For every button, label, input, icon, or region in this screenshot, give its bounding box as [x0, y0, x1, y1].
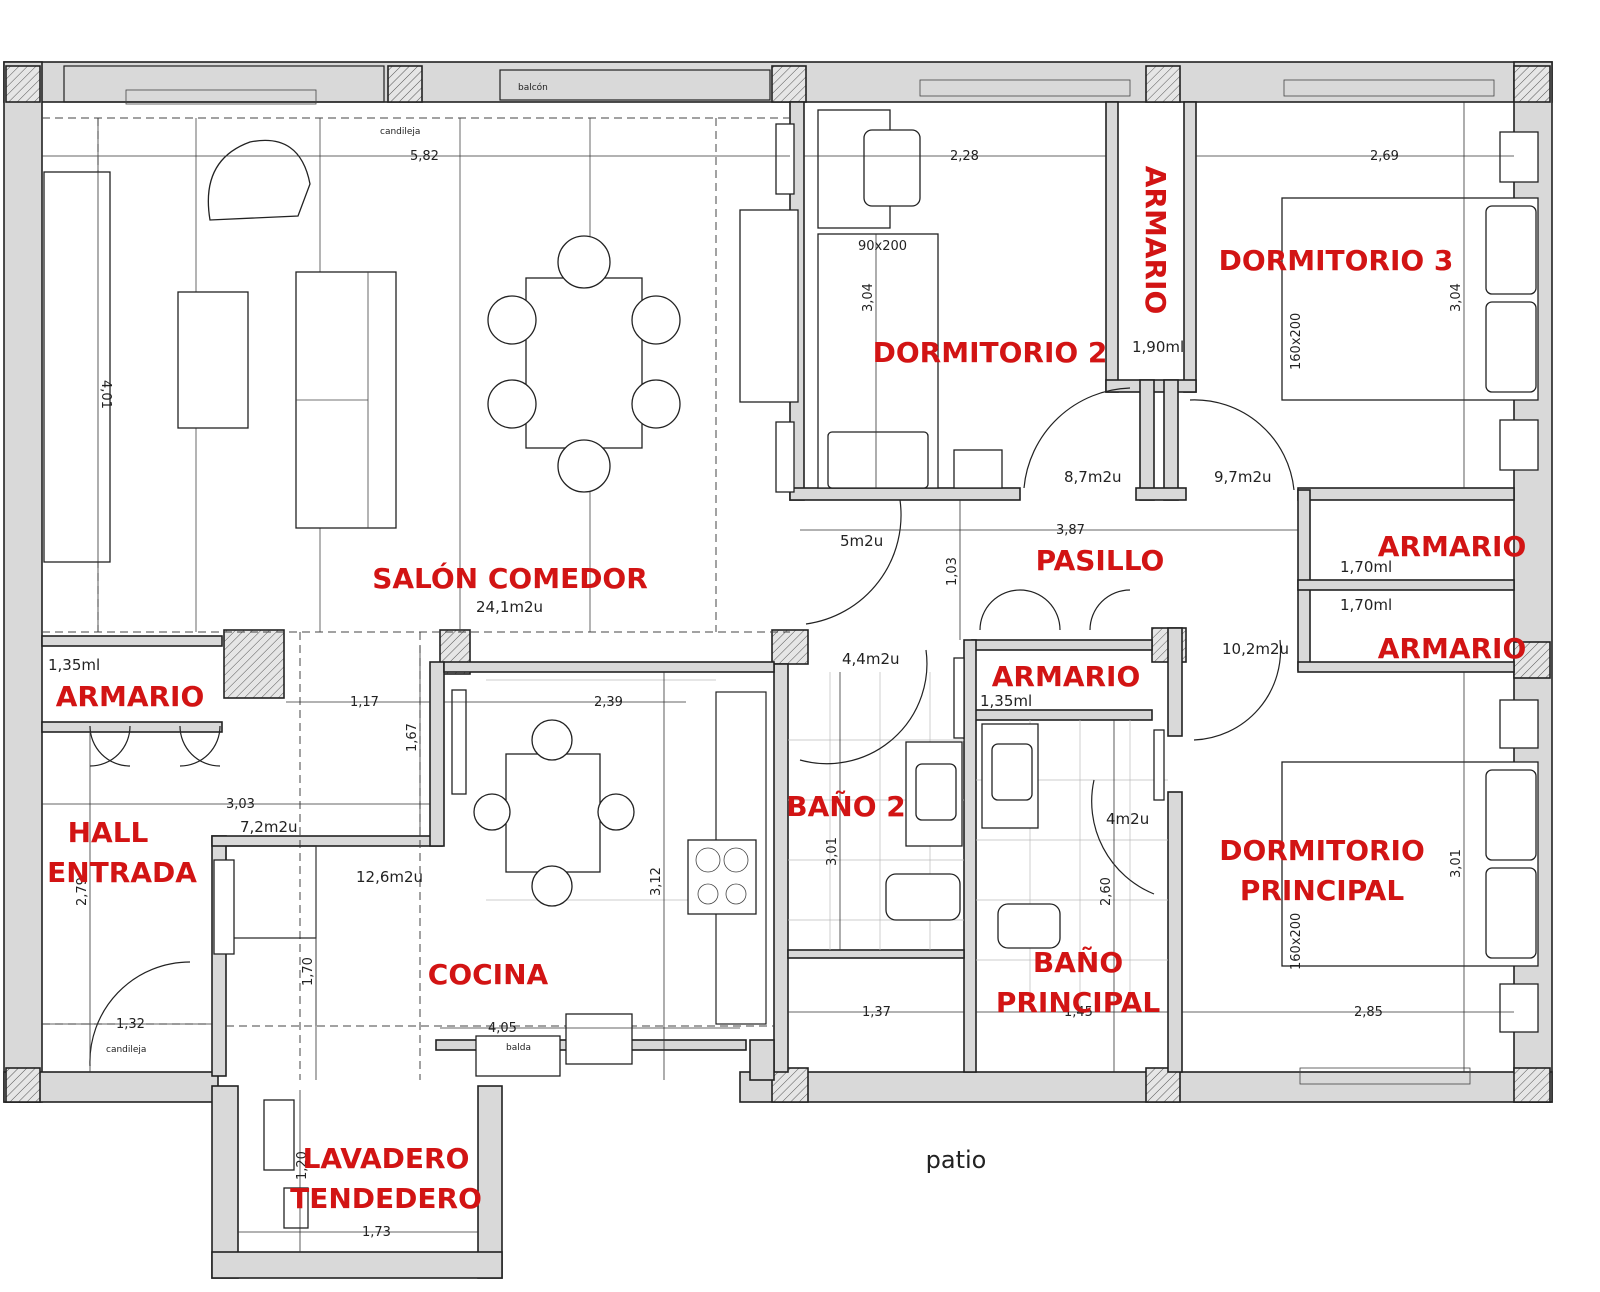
room-areas: 24,1m2u 8,7m2u 9,7m2u 5m2u 4,4m2u 4m2u 1…: [240, 468, 1289, 886]
area-hall: 7,2m2u: [240, 818, 298, 836]
area-pasillo: 5m2u: [840, 532, 883, 550]
dim-bano2-height: 3,01: [825, 837, 840, 866]
dim-salon-width: 5,82: [410, 149, 439, 164]
dimension-texts: 5,82 4,01 2,28 3,04 2,69 3,04 3,87 1,03 …: [75, 149, 1464, 1240]
dim-principal-width: 2,85: [1354, 1005, 1383, 1020]
dim-cocina-lower-height: 1,70: [301, 957, 316, 986]
bed-size-dorm2: 90x200: [858, 239, 907, 254]
dim-bano-principal-height: 2,60: [1099, 877, 1114, 906]
label-dorm2: DORMITORIO 2: [873, 336, 1108, 369]
patio-label: patio: [926, 1146, 987, 1174]
dim-bano-principal-width: 1,45: [1064, 1005, 1093, 1020]
area-cocina: 12,6m2u: [356, 868, 423, 886]
dim-pasillo-height: 1,03: [945, 557, 960, 586]
label-armario-pasillo: ARMARIO: [992, 660, 1141, 693]
label-cocina: COCINA: [428, 958, 549, 991]
ml-armario-hall: 1,35ml: [48, 656, 100, 674]
area-salon: 24,1m2u: [476, 598, 543, 616]
desk-chair: [863, 129, 921, 207]
interior-walls: [41, 101, 1515, 1081]
dim-cocina-height: 3,12: [649, 867, 664, 896]
dim-lavadero-width: 1,73: [362, 1225, 391, 1240]
dim-bano2-width: 1,37: [862, 1005, 891, 1020]
armchair: [207, 139, 311, 221]
dim-lavadero-height: 1,20: [295, 1151, 310, 1180]
outer-walls: [3, 61, 1553, 1279]
label-pasillo: PASILLO: [1036, 544, 1165, 577]
sideboard: [43, 171, 111, 563]
balda-label: balda: [506, 1043, 531, 1053]
dim-pasillo-width: 3,87: [1056, 523, 1085, 538]
candileja-bottom-label: candileja: [106, 1045, 146, 1055]
ml-armario-right1: 1,70ml: [1340, 558, 1392, 576]
label-bano2: BAÑO 2: [786, 789, 905, 823]
dim-hall-top-height: 1,67: [405, 723, 420, 752]
dim-dorm3-width: 2,69: [1370, 149, 1399, 164]
bano-principal-toilet: [997, 903, 1061, 949]
label-lavadero-1: LAVADERO: [303, 1142, 470, 1175]
doors: [89, 387, 1295, 1067]
area-bano-principal: 4m2u: [1106, 810, 1149, 828]
dim-hall-width: 3,03: [226, 797, 255, 812]
bed-size-dorm3: 160x200: [1289, 313, 1304, 370]
tv-unit: [739, 209, 799, 403]
dim-dorm2-width: 2,28: [950, 149, 979, 164]
bano2-toilet: [885, 873, 961, 921]
guide-lines: [42, 117, 790, 1080]
area-dorm2: 8,7m2u: [1064, 468, 1122, 486]
area-bano2: 4,4m2u: [842, 650, 900, 668]
area-dorm-principal: 10,2m2u: [1222, 640, 1289, 658]
dim-hall-entry-width: 1,32: [116, 1017, 145, 1032]
label-dorm-principal-2: PRINCIPAL: [1240, 874, 1405, 907]
coffee-table: [177, 291, 249, 429]
balcony: balcón: [63, 65, 1495, 1085]
dim-hall-height: 2,79: [75, 877, 90, 906]
candileja-top-label: candileja: [380, 127, 420, 137]
area-dorm3: 9,7m2u: [1214, 468, 1272, 486]
label-dorm3: DORMITORIO 3: [1219, 244, 1454, 277]
cooktop: [687, 839, 757, 915]
dim-hall-top-width: 1,17: [350, 695, 379, 710]
dim-principal-height: 3,01: [1449, 849, 1464, 878]
dim-cocina-bottom-width: 4,05: [488, 1021, 517, 1036]
ml-armario-right2: 1,70ml: [1340, 596, 1392, 614]
dining-table: [525, 277, 643, 449]
label-hall-2: ENTRADA: [47, 856, 197, 889]
ml-armario-pasillo: 1,35ml: [980, 692, 1032, 710]
dim-cocina-width: 2,39: [594, 695, 623, 710]
label-armario-hall: ARMARIO: [56, 680, 205, 713]
balcon-label: balcón: [518, 82, 548, 93]
bed-size-principal: 160x200: [1289, 913, 1304, 970]
label-bano-principal-1: BAÑO: [1033, 945, 1123, 979]
label-lavadero-2: TENDEDERO: [290, 1182, 482, 1215]
dim-dorm3-height: 3,04: [1449, 283, 1464, 312]
label-armario-vertical: ARMARIO: [1139, 166, 1172, 315]
kitchen-table: [505, 753, 601, 873]
label-salon: SALÓN COMEDOR: [372, 561, 648, 595]
label-bano-principal-2: PRINCIPAL: [996, 986, 1161, 1019]
label-hall-1: HALL: [68, 816, 149, 849]
kitchen-sink: [565, 1013, 633, 1065]
ml-armario-vertical: 1,90ml: [1132, 338, 1184, 356]
dim-dorm2-height: 3,04: [861, 283, 876, 312]
label-armario-right1: ARMARIO: [1378, 530, 1527, 563]
closet-lengths: 1,90ml 1,70ml 1,70ml 1,35ml 1,35ml: [48, 338, 1392, 710]
room-labels: SALÓN COMEDOR DORMITORIO 2 ARMARIO DORMI…: [47, 166, 1526, 1215]
dimension-lines: [42, 102, 1514, 1252]
label-dorm-principal-1: DORMITORIO: [1219, 834, 1425, 867]
furniture: 90x200 160x200 160x200 balda: [43, 109, 1539, 1229]
label-armario-right2: ARMARIO: [1378, 632, 1527, 665]
dim-salon-height: 4,01: [98, 380, 113, 409]
